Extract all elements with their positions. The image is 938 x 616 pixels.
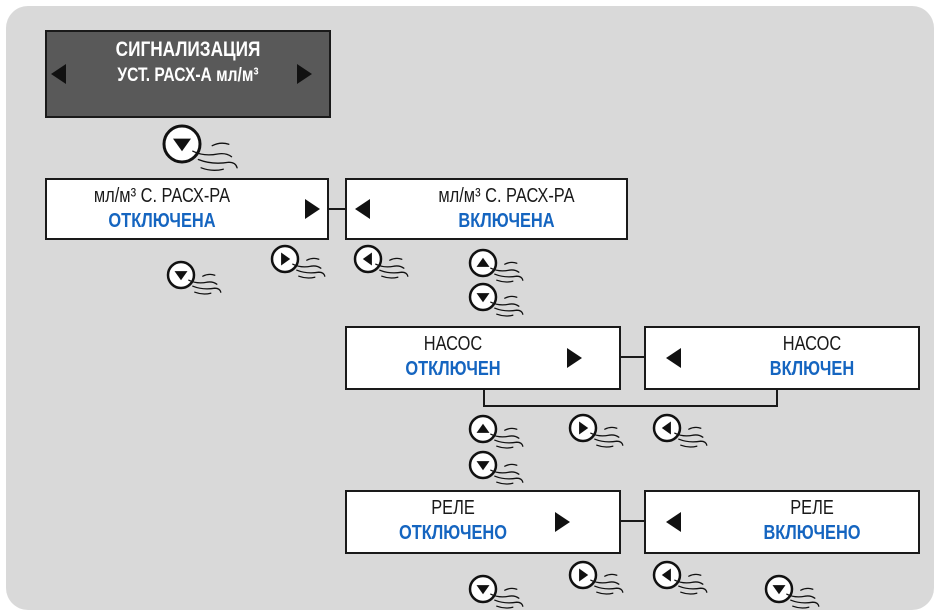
- down-button-icon[interactable]: [468, 450, 529, 492]
- pointing-hand-icon: [590, 426, 624, 448]
- right-button-icon[interactable]: [568, 413, 629, 455]
- pointing-hand-icon: [490, 463, 524, 485]
- pointing-hand-icon: [590, 573, 624, 595]
- pointing-hand-icon: [674, 426, 708, 448]
- left-arrow-icon: [666, 512, 681, 532]
- flow-off-label: мл/м³ С. РАСХ-РА: [93, 185, 231, 207]
- pointing-hand-icon: [490, 587, 524, 609]
- pump-on-state: ВКЛЮЧЕН: [769, 358, 855, 380]
- pump-off-box: НАСОС ОТКЛЮЧЕН: [345, 326, 621, 390]
- down-button-icon[interactable]: [162, 124, 245, 180]
- left-button-icon[interactable]: [652, 560, 713, 602]
- pointing-hand-icon: [292, 257, 326, 279]
- relay-off-state: ОТКЛЮЧЕНО: [398, 522, 508, 544]
- up-button-icon[interactable]: [468, 248, 529, 290]
- pump-return-line-down: [776, 388, 778, 406]
- pointing-hand-icon: [786, 587, 820, 609]
- flow-off-box: мл/м³ С. РАСХ-РА ОТКЛЮЧЕНА: [45, 178, 329, 240]
- pump-return-line-up: [483, 390, 485, 407]
- pump-off-label: НАСОС: [423, 333, 483, 355]
- pointing-hand-icon: [188, 273, 222, 295]
- down-button-icon[interactable]: [468, 282, 529, 324]
- relay-off-box: РЕЛЕ ОТКЛЮЧЕНО: [345, 490, 621, 554]
- right-button-icon[interactable]: [568, 560, 629, 602]
- pointing-hand-icon: [192, 142, 238, 171]
- connector-pump: [619, 356, 646, 358]
- pump-off-state: ОТКЛЮЧЕН: [405, 358, 501, 380]
- pointing-hand-icon: [490, 261, 524, 283]
- relay-on-state: ВКЛЮЧЕНО: [763, 522, 861, 544]
- header-title: СИГНАЛИЗАЦИЯ: [115, 38, 261, 61]
- up-button-icon[interactable]: [468, 414, 529, 456]
- right-arrow-icon: [555, 512, 570, 532]
- flow-off-state: ОТКЛЮЧЕНА: [108, 210, 216, 232]
- flow-on-box: мл/м³ С. РАСХ-РА ВКЛЮЧЕНА: [345, 178, 628, 240]
- pointing-hand-icon: [375, 257, 409, 279]
- relay-off-label: РЕЛЕ: [431, 497, 475, 519]
- pump-on-label: НАСОС: [782, 333, 842, 355]
- pump-on-box: НАСОС ВКЛЮЧЕН: [644, 326, 920, 390]
- down-button-icon[interactable]: [468, 574, 529, 616]
- down-button-icon[interactable]: [764, 574, 825, 616]
- down-button-icon[interactable]: [166, 260, 227, 302]
- right-button-icon[interactable]: [270, 244, 331, 286]
- relay-on-label: РЕЛЕ: [790, 497, 834, 519]
- left-arrow-icon: [51, 64, 66, 84]
- header-box: СИГНАЛИЗАЦИЯ УСТ. РАСХ-А мл/м³: [45, 30, 331, 118]
- flow-on-label: мл/м³ С. РАСХ-РА: [438, 185, 575, 207]
- right-arrow-icon: [567, 348, 582, 368]
- header-subtitle: УСТ. РАСХ-А мл/м³: [117, 65, 259, 86]
- right-arrow-icon: [305, 199, 320, 219]
- pointing-hand-icon: [674, 573, 708, 595]
- pointing-hand-icon: [490, 427, 524, 449]
- pump-return-line: [483, 405, 778, 407]
- right-arrow-icon: [297, 64, 312, 84]
- left-arrow-icon: [355, 199, 370, 219]
- relay-on-box: РЕЛЕ ВКЛЮЧЕНО: [644, 490, 920, 554]
- left-arrow-icon: [666, 348, 681, 368]
- connector-flow: [327, 208, 347, 210]
- flow-on-state: ВКЛЮЧЕНА: [458, 210, 555, 232]
- pointing-hand-icon: [490, 295, 524, 317]
- connector-relay: [619, 520, 646, 522]
- left-button-icon[interactable]: [353, 244, 414, 286]
- left-button-icon[interactable]: [652, 413, 713, 455]
